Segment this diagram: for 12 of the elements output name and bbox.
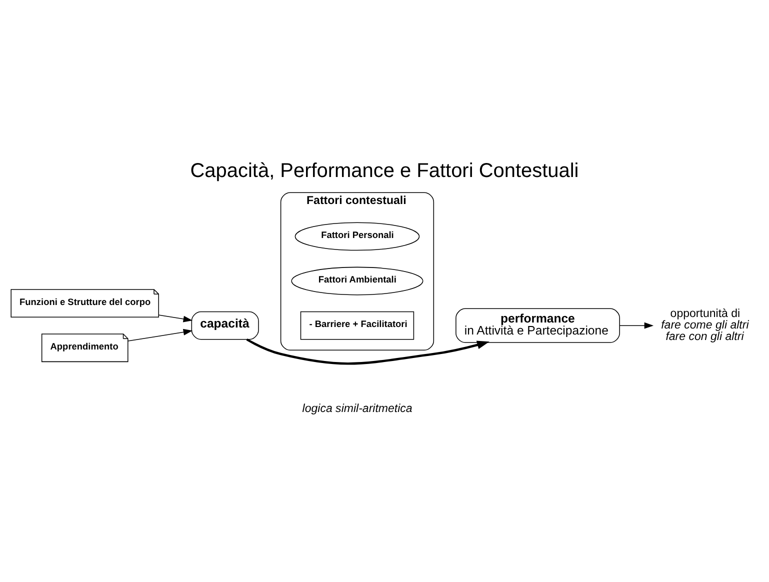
- arrow: [158, 314, 193, 322]
- diagram-title: Capacità, Performance e Fattori Contestuali: [190, 160, 579, 182]
- node-box: - Barriere + Facilitatori: [300, 311, 414, 340]
- label: logica simil-aritmetica: [302, 403, 412, 416]
- node-box: capacità: [191, 311, 259, 340]
- node-text: opportunità di fare come gli altri fare con gli altri: [661, 308, 749, 343]
- arrow: [246, 338, 490, 365]
- arrow: [128, 328, 193, 342]
- arrow: [619, 322, 654, 329]
- node-ellipse: Fattori Personali: [294, 222, 420, 251]
- node-ellipse: Fattori Ambientali: [291, 266, 424, 296]
- node-box: performance in Attività e Partecipazione: [456, 308, 620, 343]
